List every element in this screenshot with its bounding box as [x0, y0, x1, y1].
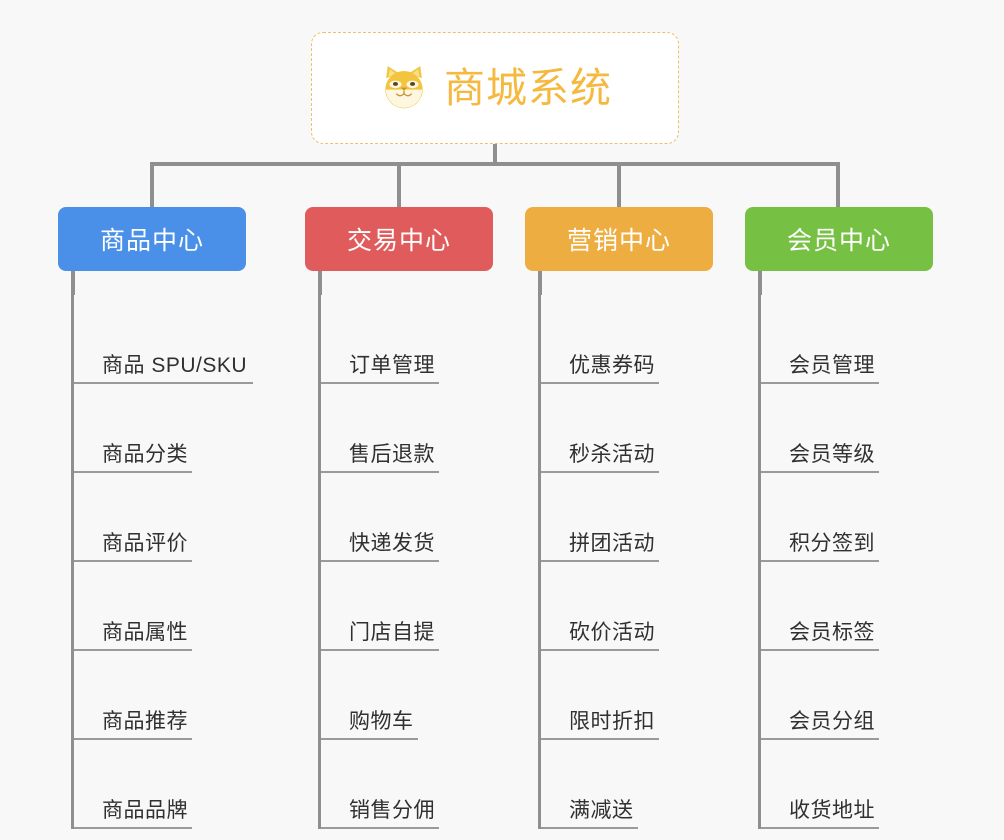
- connector-root-stem: [493, 144, 497, 164]
- leaf-label: 商品品牌: [102, 798, 188, 822]
- list-item[interactable]: 限时折扣: [525, 651, 713, 740]
- leaf-list-trade: 订单管理 售后退款 快递发货 门店自提 购物车 销售分佣: [305, 295, 493, 829]
- leaf-label: 商品分类: [102, 442, 188, 466]
- leaf-label: 订单管理: [349, 353, 435, 377]
- category-title: 交易中心: [346, 227, 451, 255]
- connector-category-stem: [758, 271, 762, 295]
- list-item[interactable]: 会员标签: [745, 562, 933, 651]
- leaf-label: 优惠券码: [569, 353, 655, 377]
- leaf-label: 商品属性: [102, 620, 188, 644]
- leaf-label: 收货地址: [789, 798, 875, 822]
- list-item[interactable]: 门店自提: [305, 562, 493, 651]
- leaf-spine: [318, 295, 321, 829]
- root-title: 商城系统: [444, 64, 612, 111]
- leaf-label: 商品推荐: [102, 709, 188, 733]
- connector-branch-2: [397, 162, 401, 208]
- category-column-trade: 交易中心 订单管理 售后退款 快递发货 门店自提 购物车 销售分佣: [305, 207, 493, 829]
- list-item[interactable]: 商品属性: [58, 562, 246, 651]
- list-item[interactable]: 商品评价: [58, 473, 246, 562]
- connector-horizontal-bus: [150, 162, 840, 166]
- list-item[interactable]: 拼团活动: [525, 473, 713, 562]
- shiba-dog-icon: [378, 62, 430, 114]
- leaf-label: 会员等级: [789, 442, 875, 466]
- category-title: 商品中心: [99, 227, 204, 255]
- list-item[interactable]: 满减送: [525, 740, 713, 829]
- category-title: 会员中心: [786, 227, 891, 255]
- leaf-label: 满减送: [569, 798, 634, 822]
- connector-branch-4: [836, 162, 840, 208]
- leaf-label: 售后退款: [349, 442, 435, 466]
- leaf-label: 快递发货: [349, 531, 435, 555]
- leaf-spine: [71, 295, 74, 829]
- list-item[interactable]: 商品品牌: [58, 740, 246, 829]
- category-box-trade[interactable]: 交易中心: [305, 207, 493, 271]
- leaf-label: 商品评价: [102, 531, 188, 555]
- list-item[interactable]: 商品推荐: [58, 651, 246, 740]
- list-item[interactable]: 购物车: [305, 651, 493, 740]
- list-item[interactable]: 会员分组: [745, 651, 933, 740]
- connector-category-stem: [538, 271, 542, 295]
- leaf-list-product: 商品 SPU/SKU 商品分类 商品评价 商品属性 商品推荐 商品品牌: [58, 295, 254, 829]
- leaf-label: 砍价活动: [569, 620, 655, 644]
- category-box-product[interactable]: 商品中心: [58, 207, 246, 271]
- category-column-marketing: 营销中心 优惠券码 秒杀活动 拼团活动 砍价活动 限时折扣 满减送: [525, 207, 713, 829]
- leaf-label: 会员标签: [789, 620, 875, 644]
- list-item[interactable]: 收货地址: [745, 740, 933, 829]
- category-column-product: 商品中心 商品 SPU/SKU 商品分类 商品评价 商品属性 商品推荐 商品品牌: [58, 207, 254, 829]
- list-item[interactable]: 会员管理: [745, 295, 933, 384]
- list-item[interactable]: 秒杀活动: [525, 384, 713, 473]
- leaf-label: 积分签到: [789, 531, 875, 555]
- category-box-marketing[interactable]: 营销中心: [525, 207, 713, 271]
- connector-category-stem: [318, 271, 322, 295]
- leaf-spine: [758, 295, 761, 829]
- root-node-card[interactable]: 商城系统: [311, 32, 679, 144]
- list-item[interactable]: 优惠券码: [525, 295, 713, 384]
- connector-branch-3: [617, 162, 621, 208]
- leaf-spine: [538, 295, 541, 829]
- list-item[interactable]: 商品分类: [58, 384, 246, 473]
- connector-branch-1: [150, 162, 154, 208]
- category-box-member[interactable]: 会员中心: [745, 207, 933, 271]
- category-column-member: 会员中心 会员管理 会员等级 积分签到 会员标签 会员分组 收货地址: [745, 207, 933, 829]
- leaf-label: 拼团活动: [569, 531, 655, 555]
- leaf-label: 商品 SPU/SKU: [102, 353, 248, 377]
- list-item[interactable]: 会员等级: [745, 384, 933, 473]
- leaf-list-marketing: 优惠券码 秒杀活动 拼团活动 砍价活动 限时折扣 满减送: [525, 295, 713, 829]
- category-title: 营销中心: [566, 227, 671, 255]
- list-item[interactable]: 砍价活动: [525, 562, 713, 651]
- list-item[interactable]: 商品 SPU/SKU: [58, 295, 254, 384]
- leaf-list-member: 会员管理 会员等级 积分签到 会员标签 会员分组 收货地址: [745, 295, 933, 829]
- leaf-label: 销售分佣: [349, 798, 435, 822]
- list-item[interactable]: 快递发货: [305, 473, 493, 562]
- list-item[interactable]: 售后退款: [305, 384, 493, 473]
- leaf-label: 会员分组: [789, 709, 875, 733]
- list-item[interactable]: 积分签到: [745, 473, 933, 562]
- connector-category-stem: [71, 271, 75, 295]
- leaf-label: 购物车: [349, 709, 414, 733]
- leaf-label: 秒杀活动: [569, 442, 655, 466]
- leaf-label: 限时折扣: [569, 709, 655, 733]
- leaf-label: 门店自提: [349, 620, 435, 644]
- list-item[interactable]: 销售分佣: [305, 740, 493, 829]
- leaf-label: 会员管理: [789, 353, 875, 377]
- list-item[interactable]: 订单管理: [305, 295, 493, 384]
